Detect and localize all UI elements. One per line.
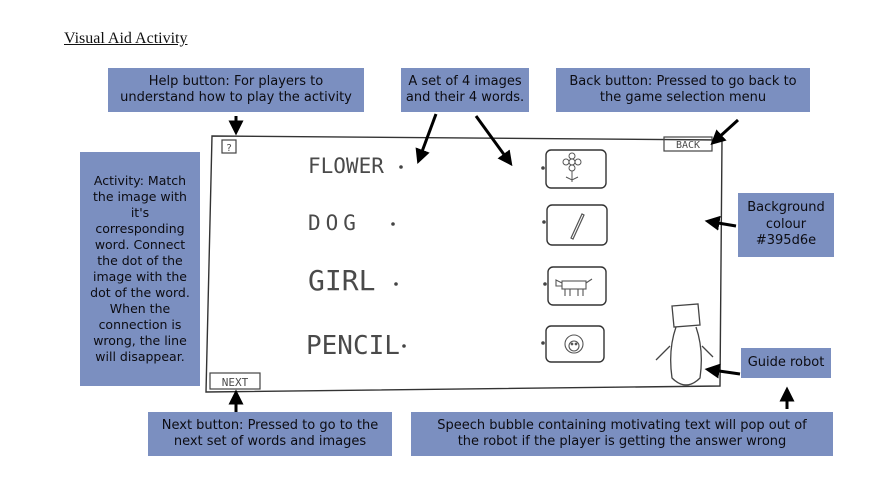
back-note: Back button: Pressed to go back to the g… [556, 68, 810, 112]
pencil-icon [570, 213, 585, 240]
image-dot[interactable] [542, 220, 546, 224]
arrow-to-image [474, 115, 513, 167]
image-dot[interactable] [541, 341, 545, 345]
arrow-to-word [415, 113, 438, 165]
arrow-to-robot [704, 363, 741, 379]
screen-frame [205, 135, 723, 393]
help-button-label: ? [226, 143, 232, 154]
help-note: Help button: For players to understand h… [108, 68, 364, 112]
image-card-flower [541, 149, 607, 189]
word-flower: FLOWER [308, 154, 384, 178]
arrow-to-background [704, 215, 737, 231]
dog-icon [555, 278, 593, 296]
next-button[interactable]: NEXT [209, 372, 261, 390]
word-dot[interactable] [399, 165, 403, 169]
background-note: Background colour #395d6e [738, 193, 834, 257]
image-card-pencil [542, 204, 608, 246]
word-girl: GIRL [308, 264, 375, 297]
word-dog: DOG [308, 211, 361, 235]
arrow-to-back [710, 118, 740, 146]
images-note: A set of 4 images and their 4 words. [401, 68, 529, 112]
next-button-label: NEXT [222, 376, 249, 389]
image-dot[interactable] [543, 282, 547, 286]
image-card-dog [543, 266, 607, 306]
page-title: Visual Aid Activity [64, 30, 188, 47]
next-note: Next button: Pressed to go to the next s… [148, 412, 392, 456]
back-button-label: BACK [676, 140, 700, 151]
word-dot[interactable] [394, 282, 398, 286]
image-card-girl [541, 325, 605, 363]
help-button[interactable]: ? [221, 139, 237, 154]
girl-face-icon [564, 334, 584, 354]
word-list: FLOWER DOG GIRL PENCIL [306, 154, 406, 361]
speech-bubble-note: Speech bubble containing motivating text… [411, 412, 833, 456]
activity-note: Activity: Match the image with it's corr… [80, 152, 200, 386]
image-dot[interactable] [541, 166, 545, 170]
guide-robot [655, 303, 714, 386]
robot-note: Guide robot [741, 348, 831, 378]
word-dot[interactable] [391, 222, 395, 226]
word-pencil: PENCIL [306, 331, 400, 361]
word-dot[interactable] [402, 344, 406, 348]
flower-icon [562, 152, 582, 182]
